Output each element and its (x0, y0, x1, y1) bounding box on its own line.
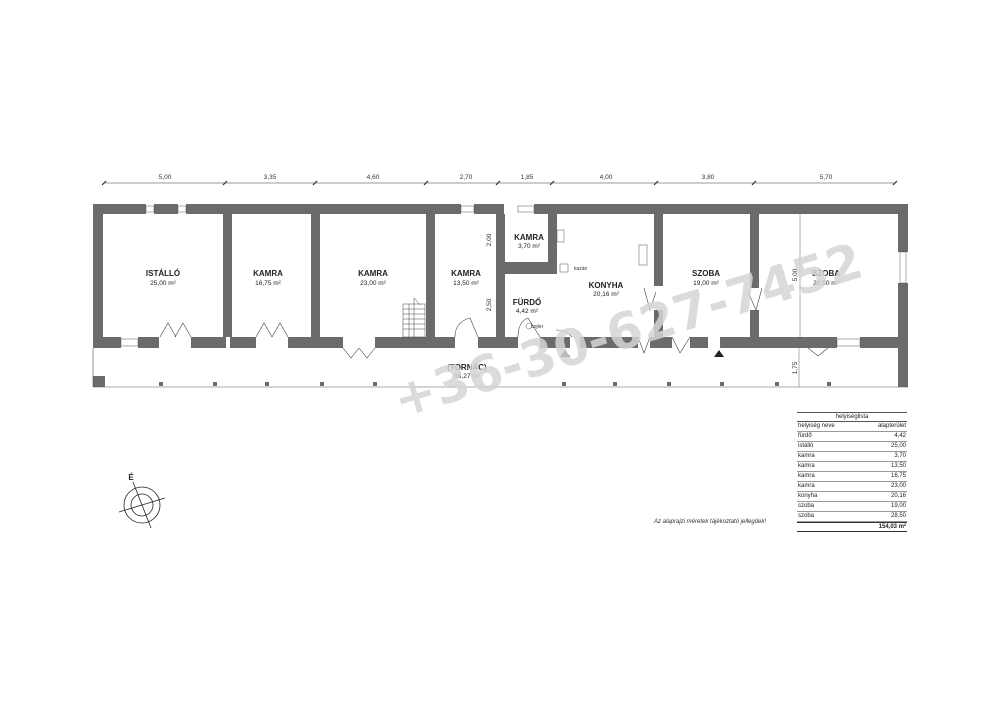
room-area: 28,50 m² (813, 280, 839, 287)
row-name: szoba (798, 513, 815, 519)
table-row: kamra 3,70 (797, 452, 907, 462)
room-name: KAMRA (514, 233, 544, 242)
table-row: kamra 23,00 (797, 482, 907, 492)
room-name: FÜRDŐ (513, 298, 541, 307)
dim-label: 3,80 (702, 174, 715, 181)
row-area: 16,75 (890, 473, 906, 479)
terrace (92, 348, 908, 388)
windows (120, 205, 907, 347)
staircase (402, 297, 426, 338)
disclaimer-note: Az alaprajzi méretek tájékoztató jellegű… (654, 519, 767, 525)
room-area: 13,50 m² (453, 280, 479, 287)
room-name: SZOBA (812, 269, 840, 278)
table-row: szoba 19,00 (797, 502, 907, 512)
col-name-header: helyiség neve (798, 423, 835, 429)
dim-furdo-height: 2,50 (486, 298, 493, 311)
row-area: 13,50 (890, 463, 906, 469)
row-name: szoba (798, 503, 815, 509)
room-area: 19,00 m² (693, 280, 719, 287)
dim-kamra-height: 2,00 (486, 233, 493, 246)
inner-dimension-lines (798, 214, 801, 387)
dim-label: 5,70 (820, 174, 833, 181)
row-area: 28,50 (890, 513, 906, 519)
room-name: ISTÁLLÓ (146, 269, 180, 278)
boiler-label: kazán (574, 266, 588, 272)
terrace-area: 58,27 m² (454, 373, 480, 380)
table-row: fürdő 4,42 (797, 432, 907, 442)
row-name: kamra (798, 463, 815, 469)
row-area: 20,16 (890, 493, 906, 499)
room-list-table: helyiséglista helyiség neve alapterület … (797, 412, 907, 532)
room-list-title: helyiséglista (797, 412, 907, 422)
dim-terrace-depth: 1,75 (792, 361, 799, 374)
row-name: kamra (798, 483, 815, 489)
doors (159, 287, 829, 359)
fixtures (525, 229, 648, 330)
room-area: 20,16 m² (593, 291, 619, 298)
row-area: 4,42 (894, 433, 906, 439)
room-area: 3,70 m² (518, 243, 541, 250)
entrance-arrow (560, 350, 570, 357)
room-labels: ISTÁLLÓ 25,00 m² KAMRA 16,75 m² KAMRA 23… (146, 233, 840, 380)
entrance-arrow (714, 350, 724, 357)
dim-szoba-depth: 5,00 (792, 268, 799, 281)
room-area: 23,00 m² (360, 280, 386, 287)
room-list-header: helyiség neve alapterület (797, 422, 907, 432)
compass-north-label: É (128, 473, 134, 482)
top-dimension-line (101, 180, 898, 186)
room-area: 25,00 m² (150, 280, 176, 287)
dim-label: 3,35 (264, 174, 277, 181)
row-name: kamra (798, 473, 815, 479)
col-area-header: alapterület (877, 423, 906, 429)
room-area: 16,75 m² (255, 280, 281, 287)
table-row: kamra 16,75 (797, 472, 907, 482)
row-name: istálló (798, 443, 814, 449)
row-name: fürdő (798, 433, 812, 439)
dim-label: 2,70 (460, 174, 473, 181)
north-compass-icon (118, 481, 166, 529)
room-list-total: 154,03 m² (797, 522, 907, 532)
phone-watermark: +36-30-627-7452 (387, 232, 870, 430)
row-name: kamra (798, 453, 815, 459)
table-row: szoba 28,50 (797, 512, 907, 522)
dim-label: 4,60 (367, 174, 380, 181)
row-area: 23,00 (890, 483, 906, 489)
row-name: konyha (798, 493, 818, 499)
dim-label: 1,85 (521, 174, 534, 181)
room-name: KAMRA (451, 269, 481, 278)
room-name: KAMRA (253, 269, 283, 278)
room-area: 4,42 m² (516, 308, 539, 315)
dim-label: 5,00 (159, 174, 172, 181)
room-name: SZOBA (692, 269, 720, 278)
dim-label: 4,00 (600, 174, 613, 181)
terrace-name: (TORNÁC) (447, 363, 487, 372)
table-row: istálló 25,00 (797, 442, 907, 452)
table-row: konyha 20,16 (797, 492, 907, 502)
walls (93, 204, 908, 387)
row-area: 19,00 (890, 503, 906, 509)
room-name: KAMRA (358, 269, 388, 278)
table-row: kamra 13,50 (797, 462, 907, 472)
row-area: 3,70 (894, 453, 906, 459)
room-name: KONYHA (589, 281, 624, 290)
top-dimension-labels: 5,00 3,35 4,60 2,70 1,85 4,00 3,80 5,70 (159, 174, 833, 181)
row-area: 25,00 (890, 443, 906, 449)
water-heater-label: bojler (531, 324, 544, 330)
